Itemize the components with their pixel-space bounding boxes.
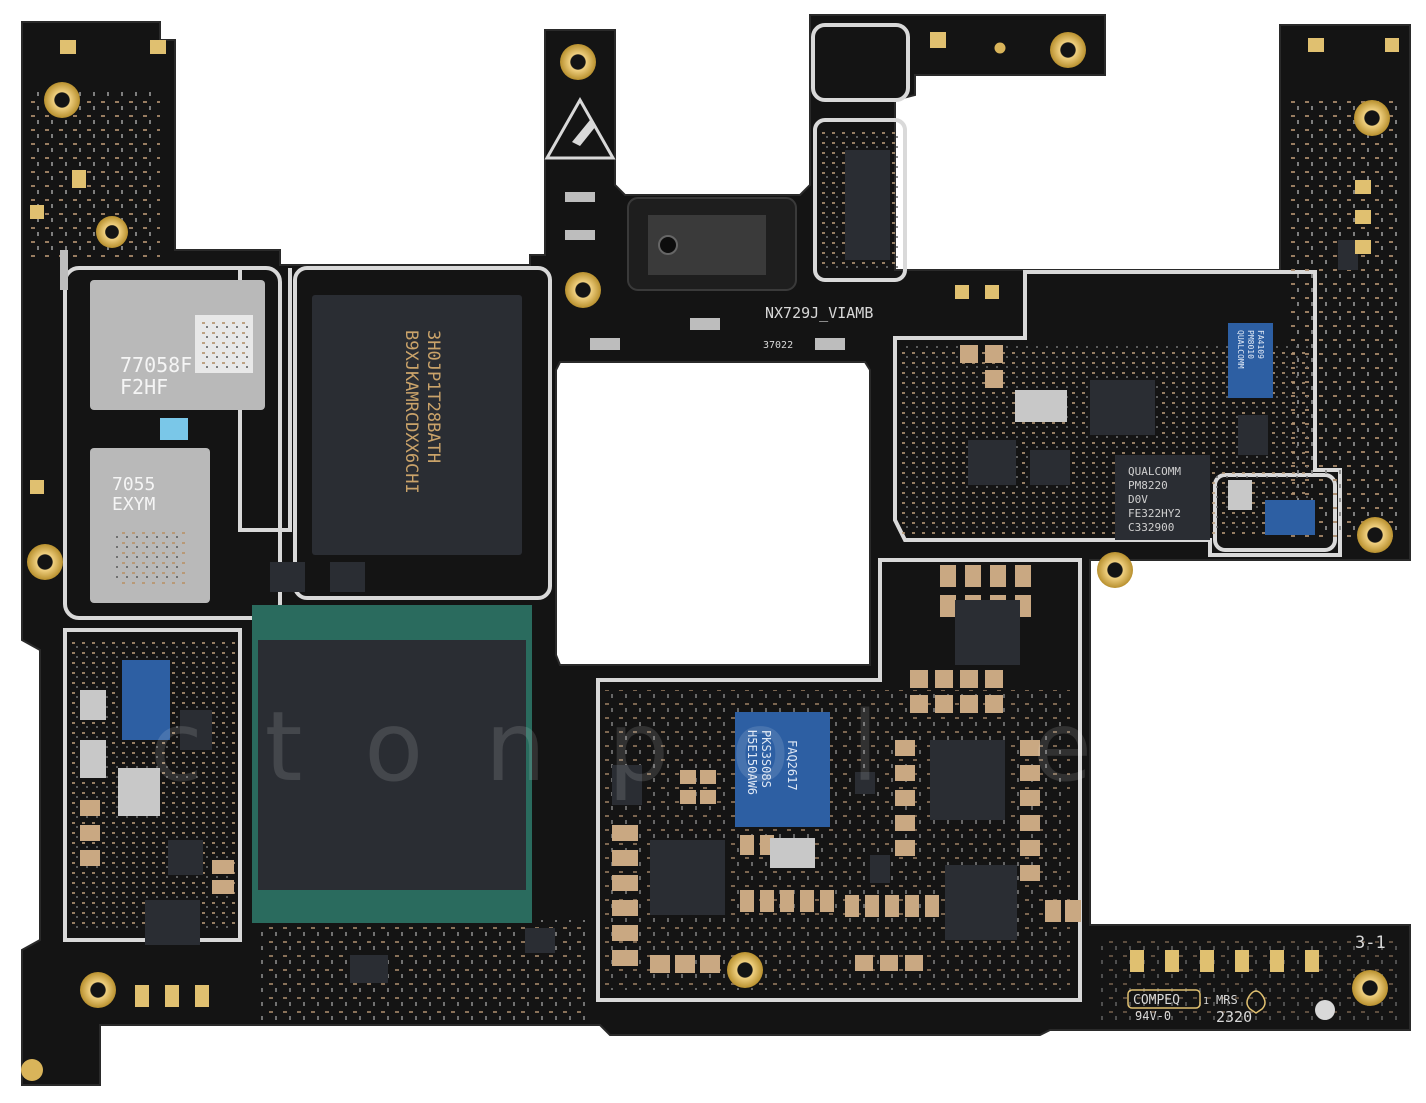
rf-module-1: 77058F F2HF	[90, 280, 265, 410]
pmic-line2: PM8220	[1128, 479, 1168, 492]
small-pmic-chip: QUALCOMM PM8010 FA4109	[1228, 323, 1273, 398]
inductors	[80, 390, 1252, 868]
small-pmic-line1: QUALCOMM	[1236, 330, 1245, 369]
ufs-marking-1: H5E150AW6	[745, 730, 759, 795]
pmic-line1: QUALCOMM	[1128, 465, 1181, 478]
capacitor-pads	[80, 345, 1081, 973]
ufs-marking-2: PKS3S08S	[759, 730, 773, 788]
light-blue-component	[160, 418, 188, 440]
small-pmic-line2: PM8010	[1246, 330, 1255, 359]
camera-sensor	[627, 197, 797, 291]
shield-clips	[60, 192, 845, 350]
center-cutout	[555, 361, 871, 666]
maker-suffix: 1	[1203, 996, 1209, 1007]
blue-chip-left	[122, 660, 170, 740]
esd-warning-icon	[544, 96, 616, 160]
rf-module-1-line2: F2HF	[120, 375, 168, 399]
maker-mark: COMPEQ	[1133, 993, 1180, 1008]
blue-chip-right	[1265, 500, 1315, 535]
memory-marking-1: 3H0JP1T28BATH	[423, 330, 443, 463]
pmic-chip: QUALCOMM PM8220 D0V FE322HY2 C332900	[1115, 455, 1210, 540]
date-code: 2320	[1216, 1008, 1252, 1026]
rf-module-2: 7055 EXYM	[90, 448, 210, 603]
memory-chip: 3H0JP1T28BATH B9XJKAMRCDXX6CHI	[312, 295, 522, 555]
cert-mark: MRS	[1216, 993, 1238, 1007]
gold-pads	[30, 32, 1399, 1007]
maker-mark-box	[1127, 989, 1201, 1009]
mounting-holes	[21, 32, 1393, 1081]
misc-chips	[145, 150, 1358, 983]
memory-marking-2: B9XJKAMRCDXX6CHI	[401, 330, 421, 494]
ufs-marking-3: FAQ2617	[785, 740, 799, 791]
pmic-line5: C332900	[1128, 521, 1174, 534]
revision-label: 3-1	[1355, 933, 1386, 953]
board-sublabel: 37022	[763, 340, 793, 351]
flame-rating: 94V-0	[1135, 1009, 1171, 1023]
pmic-line3: D0V	[1128, 493, 1148, 506]
pmic-line4: FE322HY2	[1128, 507, 1181, 520]
small-pmic-line3: FA4109	[1256, 330, 1265, 359]
watermark-text: ctonpol e	[150, 691, 1154, 803]
ufs-chip: H5E150AW6 PKS3S08S FAQ2617	[735, 712, 830, 827]
rf-module-2-line1: 7055	[112, 474, 155, 495]
rf-module-1-line1: 77058F	[120, 353, 192, 377]
ul-recognized-icon	[1246, 990, 1266, 1014]
soc-chip	[252, 605, 532, 923]
board-label: NX729J_VIAMB	[765, 304, 873, 322]
rf-module-2-line2: EXYM	[112, 494, 156, 515]
